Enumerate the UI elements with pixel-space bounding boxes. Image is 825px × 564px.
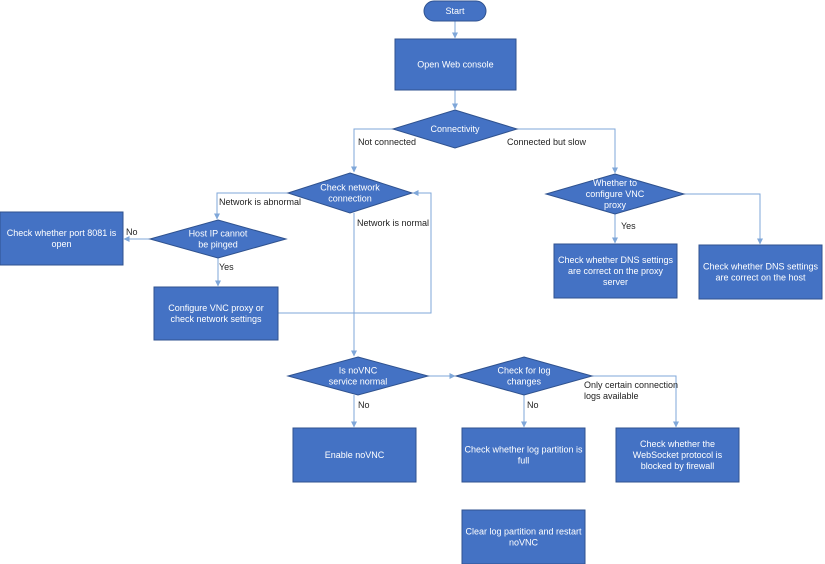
check-log-partition-full-shape [461, 427, 586, 483]
whether-configure-vnc-proxy-label: proxy [604, 200, 627, 210]
connector-network-abnormal [214, 192, 288, 220]
is-novnc-service-normal-label: service normal [329, 377, 388, 387]
open-web-console-label: Open Web console [417, 60, 493, 70]
edge-label-log-certain: logs available [584, 391, 639, 401]
check-port-8081-shape [0, 211, 124, 266]
edge-label-host-ip-no: No [126, 227, 138, 237]
is-novnc-service-normal-shape [286, 356, 430, 396]
node-enable-novnc: Enable noVNC [292, 427, 417, 483]
check-dns-host-label: Check whether DNS settings [703, 262, 819, 272]
node-start: Start [423, 0, 487, 22]
check-dns-proxy-server-shape [553, 243, 678, 299]
check-dns-proxy-server-label: server [603, 277, 628, 287]
node-open-web-console: Open Web console [394, 38, 517, 91]
check-network-connection-label: connection [328, 194, 372, 204]
configure-vnc-proxy-label: Configure VNC proxy or [168, 303, 264, 313]
edge-label-proxy-yes: Yes [621, 221, 636, 231]
check-dns-proxy-server-label: Check whether DNS settings [558, 255, 674, 265]
edge-label-network-normal: Network is normal [357, 218, 429, 228]
configure-vnc-proxy-label: check network settings [170, 314, 262, 324]
connector-connectivity-slow [517, 128, 618, 174]
check-port-8081-label: Check whether port 8081 is [7, 228, 117, 238]
clear-log-partition-label: noVNC [509, 538, 539, 548]
clear-log-partition-shape [461, 509, 586, 564]
open-web-console-shape [394, 38, 517, 91]
check-dns-host-shape [698, 244, 823, 300]
whether-configure-vnc-proxy-label: configure VNC [586, 189, 645, 199]
connector-connectivity-not-connected [351, 128, 393, 173]
connector-log-certain [592, 375, 679, 428]
configure-vnc-proxy-shape [153, 286, 279, 341]
node-connectivity: Connectivity [391, 109, 519, 149]
host-ip-cannot-be-pinged-shape [148, 219, 288, 259]
check-dns-host-label: are correct on the host [715, 273, 806, 283]
edge-label-connectivity-not-connected: Not connected [358, 137, 416, 147]
check-dns-proxy-server-label: are correct on the proxy [568, 266, 664, 276]
check-websocket-firewall-label: blocked by firewall [641, 461, 715, 471]
connector-configure-back-to-check [278, 190, 432, 314]
enable-novnc-shape [292, 427, 417, 483]
start-shape [423, 0, 487, 22]
enable-novnc-label: Enable noVNC [325, 450, 385, 460]
check-network-connection-label: Check network [320, 183, 380, 193]
is-novnc-service-normal-label: Is noVNC [339, 366, 378, 376]
connectivity-label: Connectivity [430, 124, 480, 134]
check-websocket-firewall-shape [615, 427, 740, 483]
start-label: Start [445, 6, 465, 16]
check-network-connection-shape [286, 172, 414, 214]
connector-proxy-no-label [684, 193, 763, 245]
check-port-8081-label: open [51, 239, 71, 249]
check-log-changes-label: Check for log [497, 366, 550, 376]
edge-label-log-no: No [527, 400, 539, 410]
edge-label-connectivity-slow: Connected but slow [507, 137, 587, 147]
connectivity-shape [391, 109, 519, 149]
edge-label-log-certain: Only certain connection [584, 380, 678, 390]
edge-label-host-ip-yes: Yes [219, 262, 234, 272]
check-log-partition-full-label: full [518, 456, 530, 466]
clear-log-partition-label: Clear log partition and restart [465, 527, 582, 537]
check-websocket-firewall-label: Check whether the [640, 439, 715, 449]
check-websocket-firewall-label: WebSocket protocol is [633, 450, 723, 460]
check-log-partition-full-label: Check whether log partition is [464, 445, 583, 455]
edge-label-network-abnormal: Network is abnormal [219, 197, 301, 207]
host-ip-cannot-be-pinged-label: Host IP cannot [189, 229, 248, 239]
check-log-changes-shape [454, 356, 594, 396]
whether-configure-vnc-proxy-shape [544, 173, 686, 215]
check-log-changes-label: changes [507, 377, 542, 387]
edge-label-novnc-no: No [358, 400, 370, 410]
whether-configure-vnc-proxy-label: Whether to [593, 178, 637, 188]
host-ip-cannot-be-pinged-label: be pinged [198, 240, 238, 250]
